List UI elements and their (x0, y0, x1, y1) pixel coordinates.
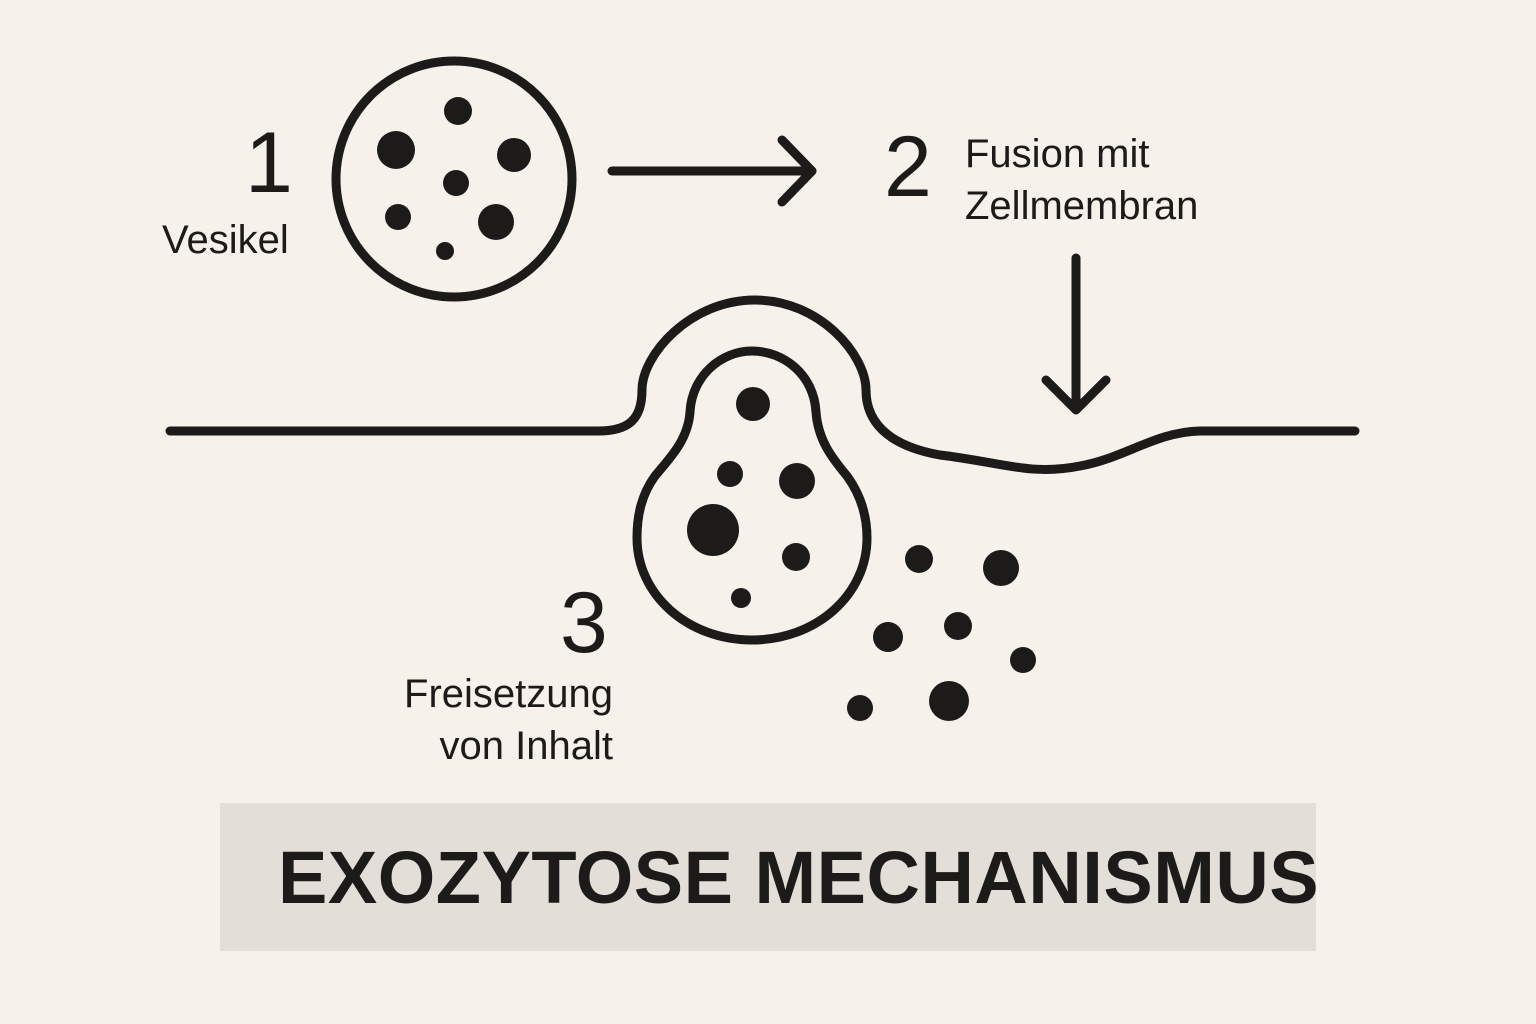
step-3-label-line-2: von Inhalt (439, 724, 613, 768)
vesicle (331, 56, 577, 302)
step-2-label-line-2: Zellmembran (965, 184, 1199, 228)
diagram-title: EXOZYTOSE MECHANISMUS (278, 836, 1320, 919)
step-1-number: 1 (245, 115, 293, 211)
released-particles (847, 545, 1036, 721)
step-2-label: Fusion mit Zellmembran (965, 128, 1198, 232)
step-2-number: 2 (884, 119, 932, 215)
step-1-label-line: Vesikel (162, 218, 289, 262)
step-3-label-line-1: Freisetzung (404, 672, 613, 716)
arrow-down (1041, 253, 1111, 415)
step-2-label-line-1: Fusion mit (965, 132, 1150, 176)
title-banner (220, 803, 1316, 951)
step-1-label: Vesikel (162, 214, 289, 266)
step-3-label: Freisetzung von Inhalt (404, 668, 613, 772)
step-3-number: 3 (560, 575, 608, 671)
arrow-right (607, 135, 817, 207)
cell-membrane (165, 295, 1360, 474)
fusing-vesicle (632, 346, 872, 645)
